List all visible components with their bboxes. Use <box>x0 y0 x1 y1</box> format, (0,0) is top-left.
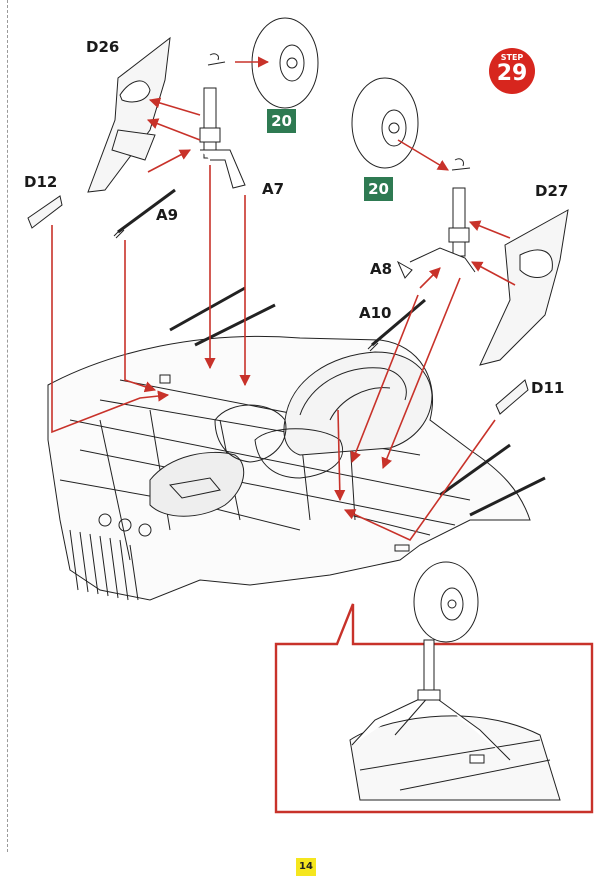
page-margin-line <box>7 0 8 852</box>
part-a9-drawing <box>113 188 176 239</box>
wing-drawing <box>47 286 546 601</box>
page-number: 14 <box>296 858 316 876</box>
label-d27: D27 <box>535 182 569 200</box>
left-strut-drawing <box>199 53 246 189</box>
label-d26: D26 <box>86 38 120 56</box>
label-a10: A10 <box>359 304 392 322</box>
step-number: 29 <box>496 61 528 86</box>
label-d12: D12 <box>24 173 58 191</box>
assembly-arrows <box>51 56 516 542</box>
step-word: STEP <box>500 53 524 62</box>
label-d11: D11 <box>531 379 565 397</box>
label-a9: A9 <box>156 206 179 224</box>
label-a8: A8 <box>370 260 393 278</box>
left-wheel-drawing <box>251 17 319 109</box>
right-wheel-drawing <box>351 77 419 169</box>
detail-drawing <box>349 561 561 801</box>
right-strut-drawing <box>396 158 476 279</box>
step-badge: STEP 29 <box>489 48 535 94</box>
part-d11-drawing <box>495 379 529 415</box>
part-d27-drawing <box>479 209 569 366</box>
part-d26-drawing <box>87 36 171 193</box>
detail-callout <box>274 603 594 814</box>
reference-badge-left-wheel: 20 <box>267 109 296 133</box>
part-a10-drawing <box>367 298 426 352</box>
label-a7: A7 <box>262 180 285 198</box>
reference-badge-right-wheel: 20 <box>364 177 393 201</box>
part-d12-drawing <box>27 195 63 229</box>
